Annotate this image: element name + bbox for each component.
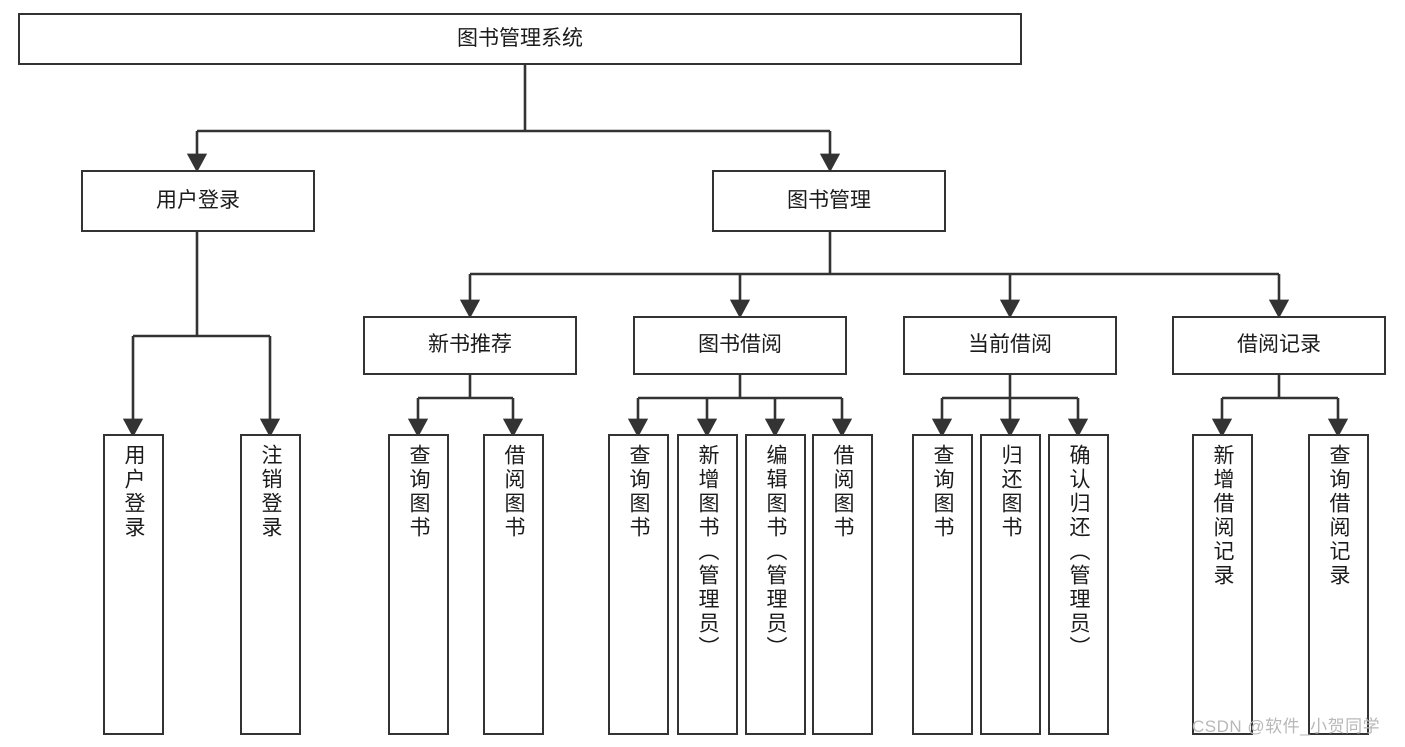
node-borrow-record[interactable]: 借阅记录 bbox=[1172, 316, 1386, 375]
node-label: 归还图书 bbox=[999, 444, 1022, 540]
node-book-management[interactable]: 图书管理 bbox=[712, 170, 946, 232]
node-label: 查询图书 bbox=[627, 444, 650, 540]
node-label: 查询借阅记录 bbox=[1327, 444, 1350, 588]
csdn-watermark: CSDN @软件_小贺同学 bbox=[1192, 717, 1381, 736]
node-leaf-user-login[interactable]: 用户登录 bbox=[103, 434, 164, 735]
node-leaf-borrow-book-new[interactable]: 借阅图书 bbox=[483, 434, 544, 735]
node-label: 新增图书（管理员） bbox=[696, 444, 719, 660]
node-leaf-add-book-admin[interactable]: 新增图书（管理员） bbox=[677, 434, 738, 735]
node-label: 新增借阅记录 bbox=[1211, 444, 1234, 588]
node-user-login[interactable]: 用户登录 bbox=[81, 170, 315, 232]
node-label: 用户登录 bbox=[122, 444, 145, 540]
node-label: 注销登录 bbox=[259, 444, 282, 540]
node-label: 新书推荐 bbox=[428, 333, 512, 357]
node-leaf-add-borrow-record[interactable]: 新增借阅记录 bbox=[1192, 434, 1253, 735]
node-leaf-logout[interactable]: 注销登录 bbox=[240, 434, 301, 735]
node-label: 图书借阅 bbox=[698, 333, 782, 357]
node-label: 用户登录 bbox=[156, 188, 240, 212]
node-label: 借阅图书 bbox=[831, 444, 854, 540]
node-label: 图书管理 bbox=[787, 188, 871, 212]
node-label: 编辑图书（管理员） bbox=[764, 444, 787, 660]
node-leaf-query-book-borrow[interactable]: 查询图书 bbox=[608, 434, 669, 735]
node-leaf-borrow-book[interactable]: 借阅图书 bbox=[812, 434, 873, 735]
node-label: 确认归还（管理员） bbox=[1067, 444, 1090, 660]
node-label: 借阅图书 bbox=[502, 444, 525, 540]
node-label: 当前借阅 bbox=[968, 333, 1052, 357]
node-book-borrow[interactable]: 图书借阅 bbox=[633, 316, 847, 375]
node-leaf-confirm-return-admin[interactable]: 确认归还（管理员） bbox=[1048, 434, 1109, 735]
node-new-book-recommend[interactable]: 新书推荐 bbox=[363, 316, 577, 375]
node-label: 查询图书 bbox=[407, 444, 430, 540]
node-label: 借阅记录 bbox=[1237, 333, 1321, 357]
node-leaf-query-book-new[interactable]: 查询图书 bbox=[388, 434, 449, 735]
node-root-library-system[interactable]: 图书管理系统 bbox=[18, 13, 1022, 65]
node-label: 图书管理系统 bbox=[457, 26, 583, 50]
node-leaf-query-book-current[interactable]: 查询图书 bbox=[912, 434, 973, 735]
node-leaf-edit-book-admin[interactable]: 编辑图书（管理员） bbox=[745, 434, 806, 735]
node-leaf-return-book[interactable]: 归还图书 bbox=[980, 434, 1041, 735]
node-leaf-query-borrow-record[interactable]: 查询借阅记录 bbox=[1308, 434, 1369, 735]
node-current-borrow[interactable]: 当前借阅 bbox=[903, 316, 1117, 375]
node-label: 查询图书 bbox=[931, 444, 954, 540]
